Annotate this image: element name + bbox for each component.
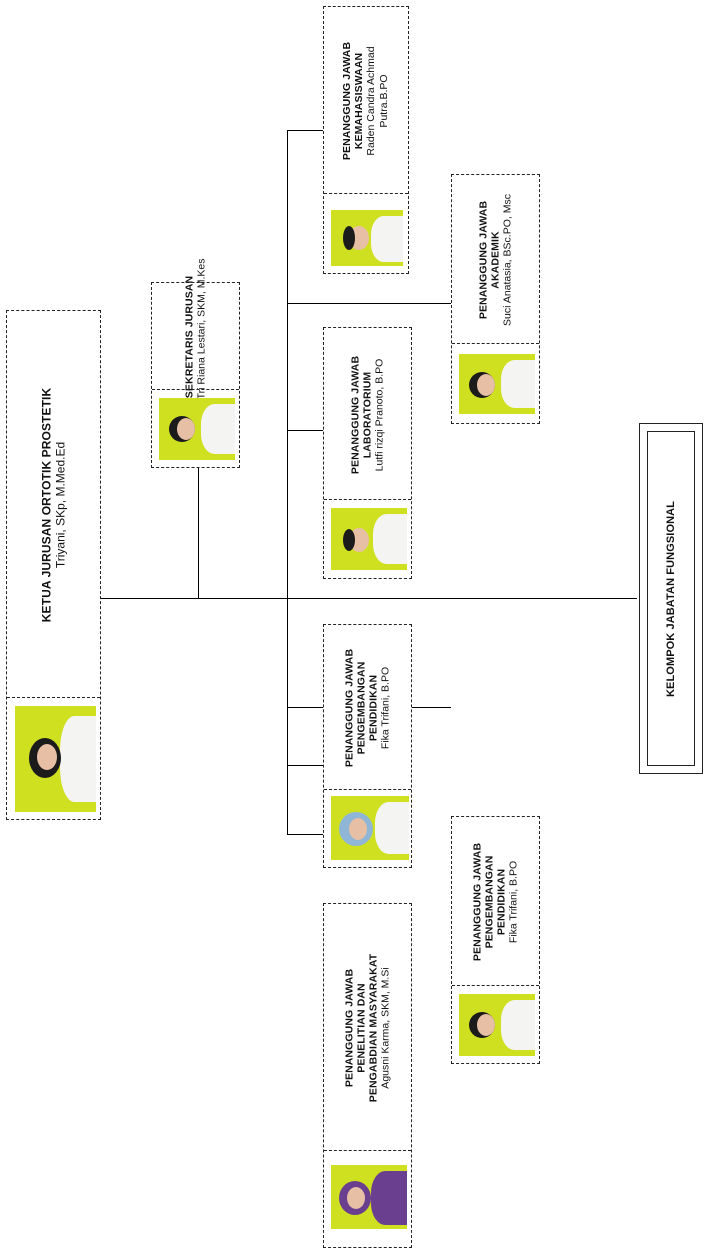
person-icon: [459, 354, 535, 414]
akademik-name: Suci Anatasia, BSc.PO, Msc: [501, 194, 513, 326]
person-hijab-icon: [15, 706, 96, 812]
head-card: KETUA JURUSAN ORTOTIK PROSTETIK Triyani,…: [6, 310, 101, 820]
secretary-connector: [198, 376, 200, 598]
pengembangan-2-title-2: PENGEMBANGAN: [483, 855, 495, 949]
kemahasiswaan-title-2: KEMAHASISWAAN: [353, 52, 365, 150]
akademik-title-1: PENANGGUNG JAWAB: [477, 200, 489, 320]
akademik-connector: [287, 303, 451, 305]
laboratorium-card: PENANGGUNG JAWAB LABORATORIUM Lutfi rizq…: [323, 327, 412, 579]
pengembangan-2-title-1: PENANGGUNG JAWAB: [471, 842, 483, 962]
laboratorium-connector: [287, 430, 323, 432]
kemahasiswaan-connector: [287, 130, 323, 132]
secretary-photo: [159, 398, 235, 460]
pengembangan-1-connector: [287, 765, 323, 767]
pengembangan-1-name: Fika Trifani, B.PO: [379, 666, 391, 750]
akademik-photo: [459, 354, 535, 414]
penelitian-title-1: PENANGGUNG JAWAB: [343, 968, 355, 1088]
pengembangan-1-title-1: PENANGGUNG JAWAB: [343, 648, 355, 768]
person-hijab-icon: [331, 1165, 407, 1229]
laboratorium-name: Lutfi rizqi Pranoto, B.PO: [373, 358, 385, 471]
pengembangan-1-title-3: PENDIDIKAN: [367, 674, 379, 742]
pengembangan-1-photo: [331, 796, 409, 860]
functional-group-inner-frame: [647, 431, 695, 766]
pengembangan-2-title-3: PENDIDIKAN: [495, 868, 507, 936]
pengembangan-1-title-2: PENGEMBANGAN: [355, 661, 367, 755]
akademik-card: PENANGGUNG JAWAB AKADEMIK Suci Anatasia,…: [451, 174, 540, 424]
pengembangan-2-name: Fika Trifani, B.PO: [507, 860, 519, 944]
head-name: Triyani, SKp, M.Med.Ed: [53, 441, 67, 569]
kemahasiswaan-photo: [331, 210, 403, 266]
sekretaris-card-main: SEKRETARIS JURUSAN Dr. Tri Riana Lestari…: [151, 259, 240, 468]
kemahasiswaan-card: PENANGGUNG JAWAB KEMAHASISWAAN Raden Can…: [323, 6, 409, 274]
person-icon: [459, 994, 535, 1056]
kemahasiswaan-name-1: Raden Candra Achmad: [365, 46, 377, 156]
laboratorium-title-1: PENANGGUNG JAWAB: [349, 355, 361, 474]
kemahasiswaan-title-1: PENANGGUNG JAWAB: [341, 41, 353, 161]
penelitian-photo: [331, 1165, 407, 1229]
penelitian-connector: [287, 834, 323, 836]
laboratorium-title-2: LABORATORIUM: [361, 371, 373, 458]
functional-group-box: KELOMPOK JABATAN FUNGSIONAL: [639, 423, 703, 774]
pengembangan-2-photo: [459, 994, 535, 1056]
person-icon: [331, 508, 407, 570]
main-trunk-line: [100, 598, 637, 600]
penelitian-name: Agusni Karma, SKM, M.Si: [379, 967, 391, 1089]
penelitian-title-2: PENELITIAN DAN: [355, 983, 367, 1073]
functional-group-title: KELOMPOK JABATAN FUNGSIONAL: [665, 500, 677, 697]
penelitian-card-main: PENANGGUNG JAWAB PENELITIAN DAN PENGABDI…: [323, 903, 412, 1248]
pengembangan-2-card: PENANGGUNG JAWAB PENGEMBANGAN PENDIDIKAN…: [451, 816, 540, 1064]
akademik-title-2: AKADEMIK: [489, 231, 501, 289]
kemahasiswaan-name-2: Putra.B.PO: [378, 74, 390, 128]
penelitian-title-3: PENGABDIAN MASYARAKAT: [367, 953, 379, 1103]
branch-spine-line: [287, 130, 289, 834]
pengembangan-1-card: PENANGGUNG JAWAB PENGEMBANGAN PENDIDIKAN…: [323, 624, 412, 868]
laboratorium-photo: [331, 508, 407, 570]
person-hijab-icon: [331, 796, 409, 860]
person-icon: [331, 210, 403, 266]
head-title: KETUA JURUSAN ORTOTIK PROSTETIK: [39, 387, 53, 623]
person-icon: [159, 398, 235, 460]
head-photo: [15, 706, 96, 812]
